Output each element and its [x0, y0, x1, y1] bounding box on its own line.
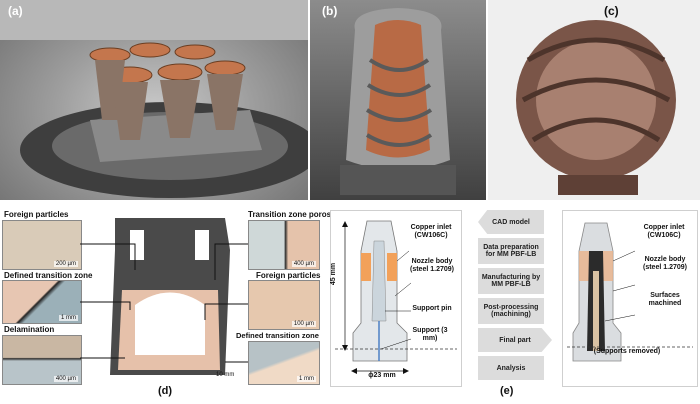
- panel-d-connectors: [80, 243, 248, 363]
- label-support: Support (3 mm): [412, 327, 448, 342]
- micrograph-foreign-particles-right: 100 µm: [248, 280, 320, 330]
- scale-400um-left: 400 µm: [53, 376, 78, 382]
- scale-1mm-right: 1 mm: [297, 376, 316, 382]
- flow-step-final-part: Final part: [478, 328, 552, 352]
- panel-label-e: (e): [500, 385, 514, 397]
- photo-final-part-section: [562, 210, 698, 387]
- micrograph-foreign-particles-left: 200 µm: [2, 220, 82, 270]
- flow-step-manufacturing: Manufacturing by MM PBF-LB: [478, 268, 544, 294]
- flow-step-cad-model: CAD model: [478, 210, 544, 234]
- label-surfaces-machined: Surfaces machined: [648, 292, 682, 307]
- scale-1mm-left: 1 mm: [59, 315, 78, 321]
- dimension-height: 45 mm: [330, 262, 337, 286]
- photo-spiral-nozzle: [310, 0, 486, 200]
- flow-step-data-preparation: Data preparation for MM PBF-LB: [478, 238, 544, 264]
- label-foreign-particles-right: Foreign particles: [256, 271, 321, 280]
- micrograph-transition-porosity: 400 µm: [248, 220, 320, 270]
- label-nozzle-body: Nozzle body (steel 1.2709): [410, 258, 454, 273]
- photo-cross-section-part: [100, 210, 240, 382]
- panel-label-c: (c): [604, 4, 619, 18]
- dimension-diameter: ϕ23 mm: [368, 372, 396, 379]
- label-nozzle-body-right: Nozzle body (steel 1.2709): [643, 256, 687, 271]
- flow-step-post-processing: Post-processing (machining): [478, 298, 544, 324]
- panel-label-b: (b): [322, 4, 338, 18]
- micrograph-delamination: 400 µm: [2, 335, 82, 385]
- label-defined-transition-right: Defined transition zone: [236, 331, 319, 340]
- label-delamination: Delamination: [4, 325, 55, 334]
- label-copper-inlet: Copper inlet (CW106C): [410, 224, 452, 239]
- panel-label-a: (a): [8, 4, 23, 18]
- flow-step-analysis: Analysis: [478, 356, 544, 380]
- micrograph-defined-transition-left: 1 mm: [2, 280, 82, 324]
- label-support-pin: Support pin: [412, 305, 452, 312]
- scale-100um: 100 µm: [291, 321, 316, 327]
- scale-10mm: 10 mm: [216, 372, 235, 378]
- schematic-nozzle-cad: [330, 210, 462, 387]
- label-supports-removed: (Supports removed): [593, 348, 661, 355]
- photo-heat-exchanger: [488, 0, 700, 200]
- panel-label-d: (d): [158, 385, 173, 397]
- label-defined-transition-left: Defined transition zone: [4, 271, 93, 280]
- scale-400um-right: 400 µm: [291, 261, 316, 267]
- label-foreign-particles-left: Foreign particles: [4, 210, 69, 219]
- photo-printed-cups: [0, 0, 308, 200]
- label-copper-inlet-right: Copper inlet (CW106C): [643, 224, 685, 239]
- label-transition-porosity: Transition zone porosity: [248, 210, 341, 219]
- micrograph-defined-transition-right: 1 mm: [248, 341, 320, 385]
- scale-200um: 200 µm: [53, 261, 78, 267]
